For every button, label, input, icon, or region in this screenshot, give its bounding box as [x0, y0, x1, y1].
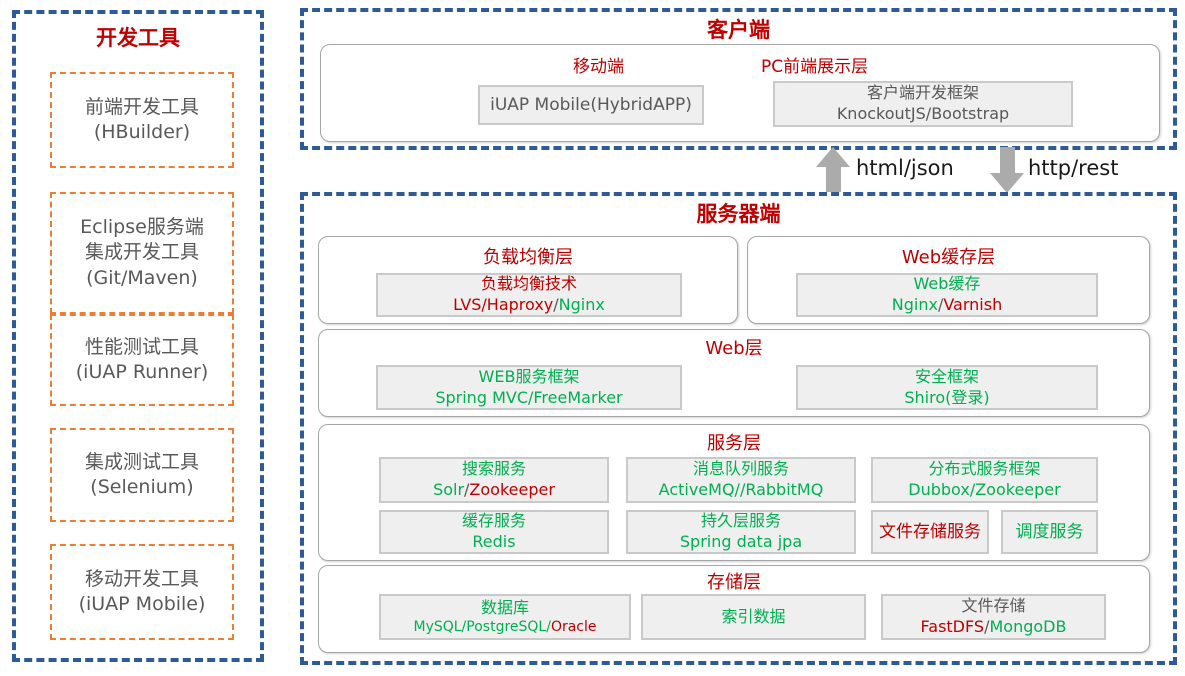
arrow-up-icon: [816, 147, 850, 167]
load-balance-tech: LVS/Haproxy/Nginx: [453, 295, 605, 314]
distributed-service-tech: Dubbox/Zookeeper: [908, 480, 1061, 499]
load-balance-box: 负载均衡技术 LVS/Haproxy/Nginx: [376, 273, 682, 317]
scheduler-service-box: 调度服务: [1001, 510, 1098, 554]
file-storage-tech: FastDFS/MongoDB: [920, 617, 1067, 636]
web-cache-box: Web缓存 Nginx/Varnish: [796, 273, 1098, 317]
distributed-service-box: 分布式服务框架 Dubbox/Zookeeper: [871, 457, 1098, 503]
index-data-box: 索引数据: [641, 594, 866, 640]
storage-layer-header: 存储层: [707, 572, 761, 593]
persistence-service-box: 持久层服务 Spring data jpa: [626, 510, 856, 554]
dev-tool-mobile: 移动开发工具 (iUAP Mobile): [50, 544, 234, 640]
mq-service-title: 消息队列服务: [692, 459, 789, 479]
mq-service-box: 消息队列服务 ActiveMQ//RabbitMQ: [626, 457, 856, 503]
dev-tool-line: Eclipse服务端: [80, 216, 204, 239]
web-cache-header: Web缓存层: [901, 247, 996, 268]
dev-tool-line: 移动开发工具: [84, 567, 199, 590]
dev-tool-line: 集成开发工具: [84, 241, 199, 264]
web-cache-box-title: Web缓存: [913, 274, 981, 294]
load-balance-layer: 负载均衡层 负载均衡技术 LVS/Haproxy/Nginx: [318, 236, 738, 324]
upload-arrow: [816, 147, 850, 193]
client-framework-tech: KnockoutJS/Bootstrap: [836, 104, 1010, 123]
dev-tool-line: (iUAP Mobile): [78, 593, 206, 615]
search-service-box: 搜索服务 Solr/Zookeeper: [379, 457, 609, 503]
web-cache-tech: Nginx/Varnish: [891, 295, 1003, 314]
download-protocol-label: http/rest: [1028, 156, 1119, 180]
web-framework-tech: Spring MVC/FreeMarker: [435, 387, 623, 407]
database-title: 数据库: [480, 597, 529, 617]
file-storage-box: 文件存储 FastDFS/MongoDB: [881, 594, 1106, 640]
client-inner-box: 移动端 PC前端展示层 iUAP Mobile(HybridAPP) 客户端开发…: [320, 44, 1160, 142]
security-framework-tech: Shiro(登录): [904, 387, 990, 407]
web-framework-title: WEB服务框架: [478, 366, 580, 386]
load-balance-header: 负载均衡层: [483, 247, 573, 268]
dev-tool-line: (Selenium): [90, 476, 194, 498]
dev-tool-line: (Git/Maven): [86, 266, 198, 289]
dev-tool-perf-test: 性能测试工具 (iUAP Runner): [50, 314, 234, 406]
dev-tool-line: (iUAP Runner): [75, 361, 209, 383]
dev-tools-panel: 开发工具 前端开发工具 (HBuilder) Eclipse服务端 集成开发工具…: [12, 10, 264, 662]
dev-tool-line: 集成测试工具: [84, 450, 199, 473]
client-panel: 客户端 移动端 PC前端展示层 iUAP Mobile(HybridAPP) 客…: [300, 8, 1177, 150]
iuap-mobile-box: iUAP Mobile(HybridAPP): [478, 85, 704, 125]
dev-tool-integration-test: 集成测试工具 (Selenium): [50, 428, 234, 522]
dev-tools-title: 开发工具: [96, 26, 180, 50]
security-framework-box: 安全框架 Shiro(登录): [796, 365, 1098, 410]
file-storage-service-title: 文件存储服务: [879, 521, 981, 542]
dev-tool-line: 性能测试工具: [84, 335, 199, 358]
database-tech: MySQL/PostgreSQL/Oracle: [413, 619, 597, 636]
persistence-service-title: 持久层服务: [700, 511, 781, 531]
web-framework-box: WEB服务框架 Spring MVC/FreeMarker: [376, 365, 682, 410]
search-service-title: 搜索服务: [461, 459, 526, 479]
dev-tool-line: (HBuilder): [93, 121, 191, 143]
security-framework-title: 安全框架: [914, 366, 979, 386]
server-title: 服务器端: [696, 202, 781, 226]
database-box: 数据库 MySQL/PostgreSQL/Oracle: [379, 594, 631, 640]
mobile-side-label: 移动端: [573, 57, 624, 77]
upload-protocol-label: html/json: [856, 156, 954, 180]
pc-side-label: PC前端展示层: [761, 57, 869, 77]
storage-layer: 存储层 数据库 MySQL/PostgreSQL/Oracle 索引数据 文件存…: [318, 565, 1150, 653]
cache-service-box: 缓存服务 Redis: [379, 510, 609, 554]
persistence-service-tech: Spring data jpa: [679, 532, 803, 551]
service-layer: 服务层 搜索服务 Solr/Zookeeper 消息队列服务 ActiveMQ/…: [318, 424, 1150, 561]
arrow-down-icon: [990, 173, 1024, 193]
load-balance-box-title: 负载均衡技术: [480, 274, 577, 294]
file-storage-title: 文件存储: [961, 596, 1026, 616]
dev-tool-frontend: 前端开发工具 (HBuilder): [50, 72, 234, 168]
file-storage-service-box: 文件存储服务: [871, 510, 989, 554]
client-framework-title: 客户端开发框架: [866, 83, 979, 103]
distributed-service-title: 分布式服务框架: [928, 459, 1041, 479]
dev-tool-line: 前端开发工具: [84, 95, 199, 118]
scheduler-service-title: 调度服务: [1015, 521, 1084, 542]
web-cache-layer: Web缓存层 Web缓存 Nginx/Varnish: [747, 236, 1150, 324]
web-layer-header: Web层: [705, 338, 763, 359]
mq-service-tech: ActiveMQ//RabbitMQ: [658, 480, 824, 499]
client-title: 客户端: [707, 18, 770, 42]
search-service-tech: Solr/Zookeeper: [433, 480, 555, 499]
web-layer: Web层 WEB服务框架 Spring MVC/FreeMarker 安全框架 …: [318, 329, 1150, 417]
server-panel: 服务器端 负载均衡层 负载均衡技术 LVS/Haproxy/Nginx Web缓…: [300, 192, 1177, 665]
service-layer-header: 服务层: [707, 433, 761, 454]
download-arrow: [990, 147, 1024, 193]
index-data-title: 索引数据: [721, 606, 786, 626]
client-framework-box: 客户端开发框架 KnockoutJS/Bootstrap: [773, 81, 1073, 127]
iuap-mobile-label: iUAP Mobile(HybridAPP): [490, 94, 692, 115]
cache-service-title: 缓存服务: [461, 511, 526, 531]
dev-tool-eclipse: Eclipse服务端 集成开发工具 (Git/Maven): [50, 192, 234, 314]
cache-service-tech: Redis: [472, 532, 516, 551]
